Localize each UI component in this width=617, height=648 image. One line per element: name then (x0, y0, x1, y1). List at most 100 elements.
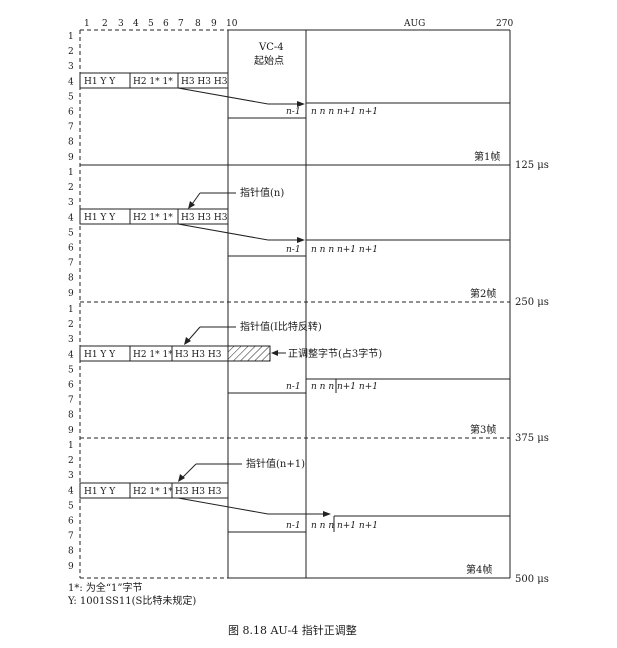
col-3: 3 (118, 19, 124, 29)
frame-1: H1 Y Y H2 1* 1* H3 H3 H3 VC-4 起始点 n-1 n … (79, 30, 549, 578)
col-8: 8 (195, 19, 201, 29)
arrow-head (297, 237, 305, 243)
row-number: 6 (68, 517, 74, 527)
row-number: 9 (68, 153, 74, 163)
pointer-arrow (177, 87, 269, 105)
figure-caption: 图 8.18 AU-4 指针正调整 (228, 623, 357, 637)
row-number: 5 (68, 92, 74, 102)
pointer-value-label: 指针值(I比特反转) (240, 320, 322, 333)
row-number: 9 (68, 289, 74, 299)
row-number: 9 (68, 426, 74, 436)
time-label: 375 μs (515, 433, 549, 444)
row-number: 1 (68, 32, 74, 42)
col-10: 10 (226, 19, 238, 29)
arrow-head (188, 201, 195, 209)
row-number: 8 (68, 411, 74, 421)
col-7: 7 (178, 19, 184, 29)
column-numbers: 1 2 3 4 5 6 7 8 9 10 AUG 270 (84, 19, 513, 29)
row-number: 1 (68, 441, 74, 451)
pointer-cell-h3: H3 H3 H3 (175, 350, 222, 360)
payload-seq: n n n n+1 n+1 (311, 382, 378, 392)
row-number: 9 (68, 562, 74, 572)
col-1: 1 (84, 19, 90, 29)
payload-seq: n n n n+1 n+1 (311, 521, 378, 531)
row-number: 4 (68, 77, 74, 87)
pointer-arrow (177, 223, 269, 241)
row-number: 2 (68, 47, 74, 57)
row-number: 4 (68, 486, 74, 496)
row-number: 1 (68, 168, 74, 178)
row-number: 7 (68, 259, 74, 269)
row-number: 4 (68, 350, 74, 360)
col-2: 2 (102, 19, 108, 29)
n-minus-1: n-1 (286, 382, 301, 392)
payload-seq: n n n n+1 n+1 (311, 107, 378, 117)
pointer-cell-h1: H1 Y Y (84, 213, 116, 223)
payload-seq: n n n n+1 n+1 (311, 245, 378, 255)
pointer-cell-h2: H2 1* 1* (133, 350, 173, 360)
pointer-cell-h3: H3 H3 H3 (175, 487, 222, 497)
row-number: 6 (68, 108, 74, 118)
pointer-arrow (177, 497, 269, 515)
row-number: 5 (68, 501, 74, 511)
col-270: 270 (496, 19, 513, 29)
col-6: 6 (163, 19, 169, 29)
col-4: 4 (133, 19, 139, 29)
stuffing-bytes (227, 345, 271, 362)
row-number: 6 (68, 381, 74, 391)
vc4-label: VC-4 (258, 42, 284, 53)
aug-label: AUG (403, 19, 425, 29)
start-point-label: 起始点 (254, 54, 284, 67)
row-number: 7 (68, 123, 74, 133)
row-number: 3 (68, 62, 74, 72)
row-number: 8 (68, 274, 74, 284)
frame-label: 第1帧 (474, 150, 500, 163)
arrow-head (271, 350, 278, 356)
pointer-cell-h3: H3 H3 H3 (181, 213, 228, 223)
pointer-row-box (79, 482, 229, 499)
pointer-cell-h2: H2 1* 1* (133, 77, 173, 87)
row-number: 4 (68, 213, 74, 223)
n-minus-1: n-1 (286, 521, 301, 531)
stuff-label: 正调整字节(占3字节) (288, 347, 382, 360)
arrow-head (297, 101, 305, 107)
time-label: 250 μs (515, 297, 549, 308)
pointer-row-box (79, 72, 229, 89)
legend-line-2: Y: 1001SS11(S比特未规定) (67, 594, 196, 607)
pointer-cell-h2: H2 1* 1* (133, 213, 173, 223)
row-number: 1 (68, 305, 74, 315)
arrow-head (178, 474, 185, 482)
pointer-cell-h1: H1 Y Y (84, 350, 116, 360)
frame-4: H1 Y Y H2 1* 1* H3 H3 H3 指针值(n+1) n-1 n … (79, 457, 549, 585)
pointer-cell-h2: H2 1* 1* (133, 487, 173, 497)
time-label: 125 μs (515, 160, 549, 171)
time-label: 500 μs (515, 574, 549, 585)
pointer-cell-h1: H1 Y Y (84, 487, 116, 497)
row-number: 2 (68, 456, 74, 466)
row-number: 8 (68, 138, 74, 148)
frame-2: H1 Y Y H2 1* 1* H3 H3 H3 指针值(n) n-1 n n … (79, 186, 549, 308)
col-9: 9 (211, 19, 217, 29)
pointer-value-label: 指针值(n) (240, 186, 284, 199)
row-number: 7 (68, 532, 74, 542)
n-minus-1: n-1 (286, 245, 301, 255)
pointer-row-box (79, 208, 229, 225)
row-number: 6 (68, 244, 74, 254)
arrow-head (184, 337, 191, 345)
row-number: 5 (68, 365, 74, 375)
arrow-head (323, 511, 331, 517)
col-5: 5 (148, 19, 154, 29)
row-number: 2 (68, 183, 74, 193)
row-number: 3 (68, 335, 74, 345)
row-number: 8 (68, 547, 74, 557)
row-number: 3 (68, 471, 74, 481)
frame-label: 第4帧 (466, 563, 492, 576)
row-number: 5 (68, 228, 74, 238)
row-number: 3 (68, 198, 74, 208)
pointer-value-label: 指针值(n+1) (246, 457, 305, 470)
frame-label: 第2帧 (470, 287, 496, 300)
pointer-cell-h3: H3 H3 H3 (181, 77, 228, 87)
n-minus-1: n-1 (286, 107, 301, 117)
